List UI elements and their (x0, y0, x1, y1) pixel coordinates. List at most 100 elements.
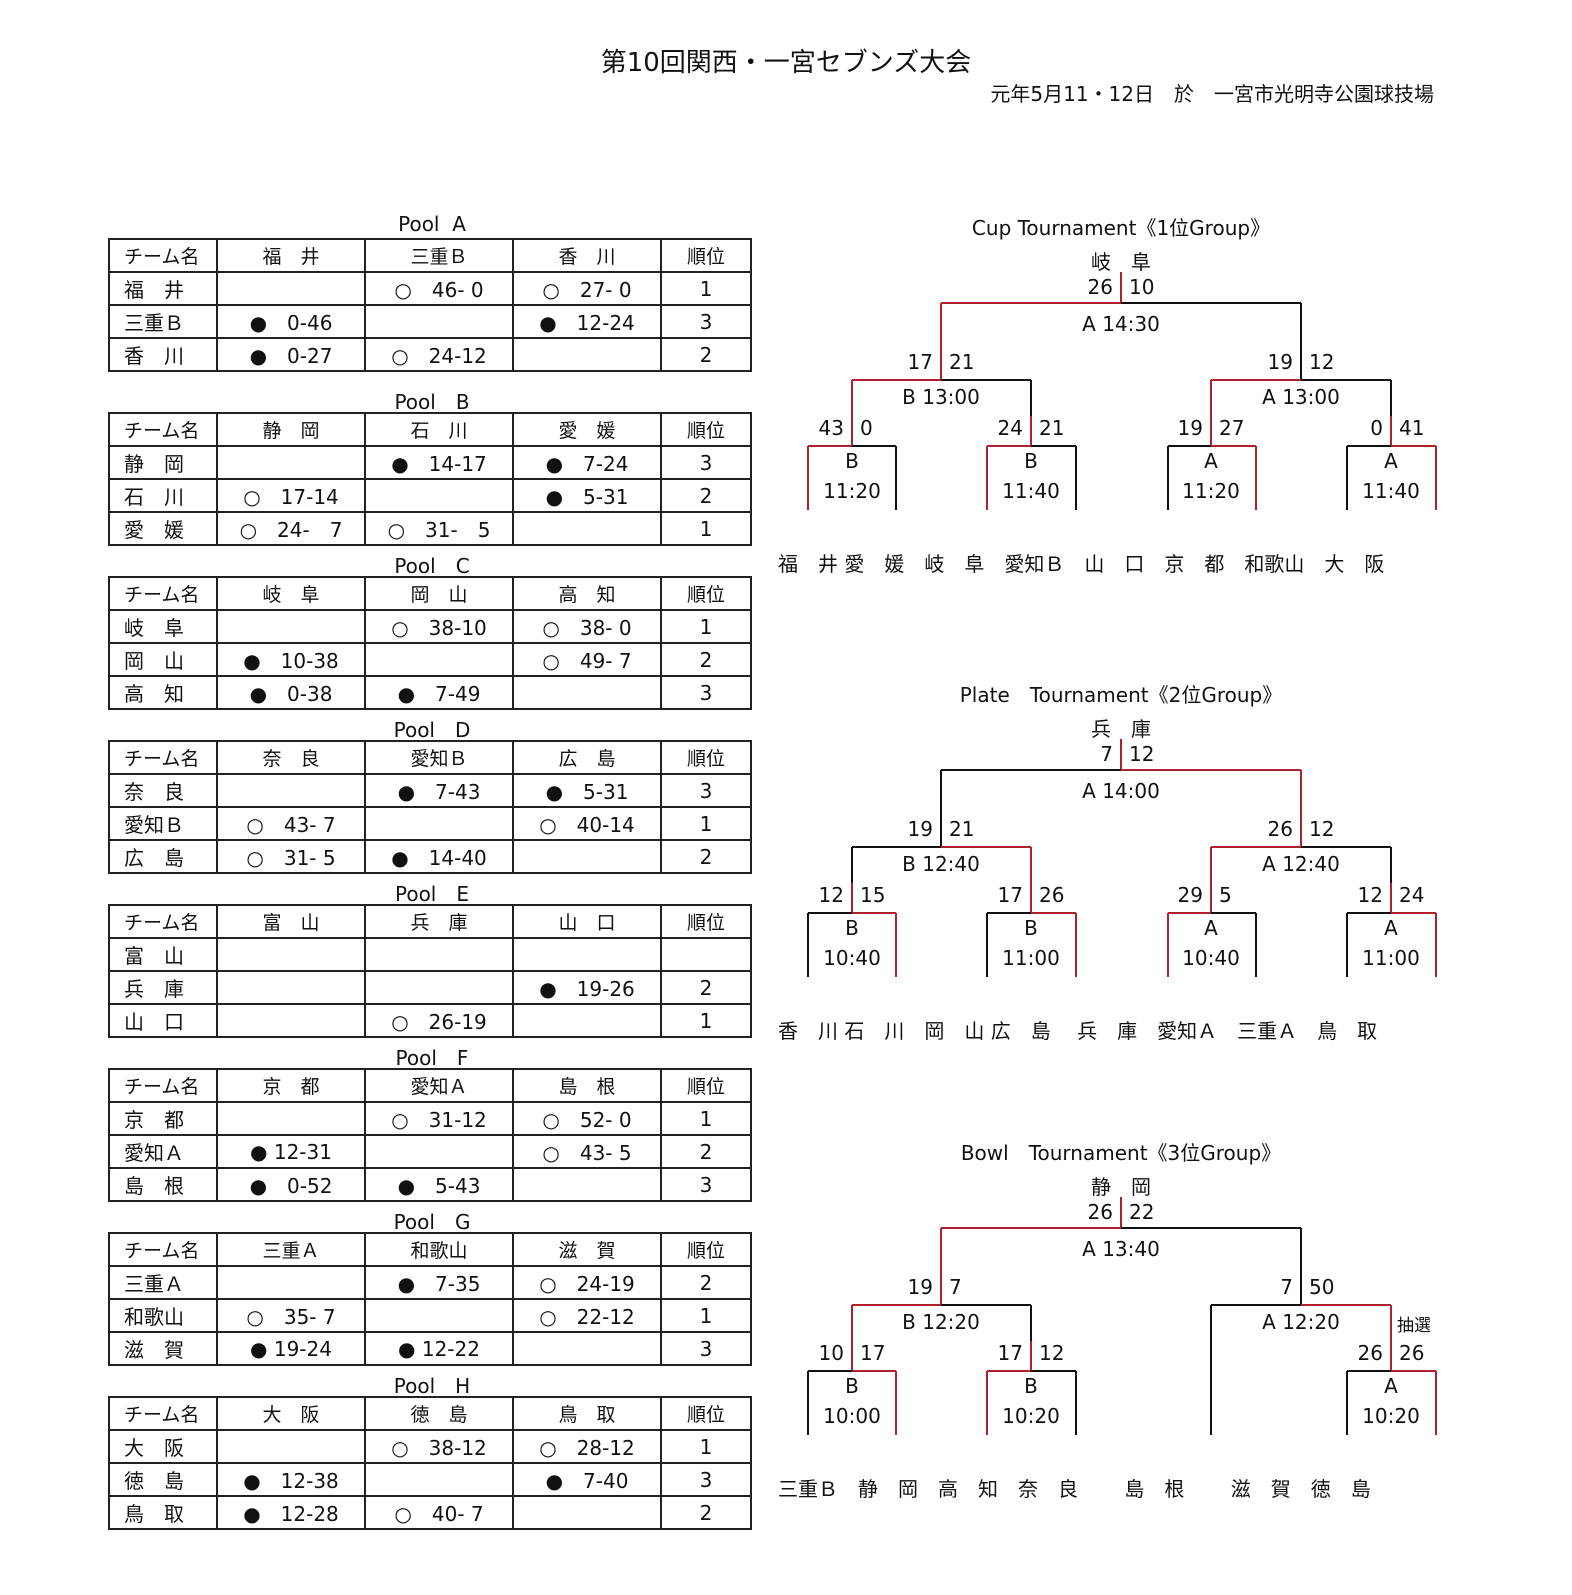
score-cell (512, 337, 662, 372)
team-name-cell: 岡 山 (108, 642, 218, 677)
score-cell: 滋 賀 (512, 1232, 662, 1267)
score-cell: 山 口 (512, 904, 662, 939)
team-name-cell: チーム名 (108, 412, 218, 447)
score-cell: ● 7-49 (364, 675, 514, 710)
score-left: 17 (907, 350, 933, 374)
score-left: 10 (818, 1341, 844, 1365)
score-cell: 島 根 (512, 1068, 662, 1103)
score-left: 26 (1357, 1341, 1383, 1365)
score-cell: 福 井 (216, 238, 366, 273)
match-time: 10:20 (1002, 1404, 1060, 1428)
table-header-row: チーム名岐 阜岡 山高 知順位 (108, 576, 752, 611)
score-cell: ● 0-27 (216, 337, 366, 372)
score-cell: ○ 17-14 (216, 478, 366, 513)
score-right: 10 (1129, 275, 1155, 299)
pool-title: Pool C (394, 554, 470, 578)
score-cell (364, 1134, 514, 1169)
bracket-team-list: 香 川 石 川 岡 山 広 島 兵 庫 愛知Ａ 三重Ａ 鳥 取 (778, 1019, 1378, 1043)
score-cell (216, 970, 366, 1005)
pool-title: Pool G (393, 1210, 471, 1234)
rank-cell: 2 (660, 839, 752, 874)
rank-cell: 順位 (660, 740, 752, 775)
team-name-cell: 香 川 (108, 337, 218, 372)
match-label: A 13:00 (1262, 385, 1340, 409)
score-cell (364, 1298, 514, 1333)
team-name-cell: 山 口 (108, 1003, 218, 1038)
score-cell: ● 12-24 (512, 304, 662, 339)
match-label: B 12:40 (902, 852, 980, 876)
match-time: 10:40 (1182, 946, 1240, 970)
score-cell: ● 14-17 (364, 445, 514, 480)
team-name-cell: 岐 阜 (108, 609, 218, 644)
team-name-cell: 和歌山 (108, 1298, 218, 1333)
match-time: 10:20 (1362, 1404, 1420, 1428)
match-time: 11:20 (1182, 479, 1240, 503)
team-name-cell: チーム名 (108, 1396, 218, 1431)
score-cell: 香 川 (512, 238, 662, 273)
match-time: 11:00 (1002, 946, 1060, 970)
team-name-cell: チーム名 (108, 904, 218, 939)
rank-cell: 順位 (660, 238, 752, 273)
pool-title: Pool B (394, 390, 470, 414)
score-cell (216, 1265, 366, 1300)
score-cell: 京 都 (216, 1068, 366, 1103)
score-cell: ○ 43- 7 (216, 806, 366, 841)
score-cell: ● 14-40 (364, 839, 514, 874)
score-right: 7 (949, 1275, 962, 1299)
rank-cell: 2 (660, 478, 752, 513)
team-name-cell: 兵 庫 (108, 970, 218, 1005)
court-label: A (1204, 449, 1218, 473)
score-cell (216, 445, 366, 480)
pool-title: Pool H (393, 1374, 471, 1398)
score-cell: ○ 43- 5 (512, 1134, 662, 1169)
rank-cell: 3 (660, 445, 752, 480)
score-left: 29 (1177, 883, 1203, 907)
team-name-cell: チーム名 (108, 740, 218, 775)
court-label: B (845, 449, 859, 473)
score-cell (512, 511, 662, 546)
score-right: 5 (1219, 883, 1232, 907)
rank-cell: 順位 (660, 904, 752, 939)
court-label: B (845, 1374, 859, 1398)
rank-cell: 3 (660, 1331, 752, 1366)
table-header-row: チーム名富 山兵 庫山 口順位 (108, 904, 752, 939)
score-right: 12 (1039, 1341, 1065, 1365)
rank-cell: 2 (660, 1495, 752, 1530)
court-label: A (1384, 449, 1398, 473)
score-cell: ○ 40-14 (512, 806, 662, 841)
team-name-cell: チーム名 (108, 1068, 218, 1103)
score-cell: 奈 良 (216, 740, 366, 775)
tournament-title: Bowl Tournament《3位Group》 (960, 1141, 1282, 1165)
rank-cell: 順位 (660, 412, 752, 447)
court-label: B (1024, 916, 1038, 940)
rank-cell: 1 (660, 511, 752, 546)
team-name-cell: 愛知Ａ (108, 1134, 218, 1169)
team-name-cell: 鳥 取 (108, 1495, 218, 1530)
team-name-cell: 島 根 (108, 1167, 218, 1202)
team-name-cell: 石 川 (108, 478, 218, 513)
score-right: 27 (1219, 416, 1245, 440)
score-cell: ● 12-22 (364, 1331, 514, 1366)
score-cell: 広 島 (512, 740, 662, 775)
score-cell (216, 271, 366, 306)
rank-cell: 順位 (660, 576, 752, 611)
score-cell: ○ 27- 0 (512, 271, 662, 306)
score-left: 0 (1370, 416, 1383, 440)
score-cell: ○ 24-19 (512, 1265, 662, 1300)
rank-cell: 1 (660, 1429, 752, 1464)
rank-cell: 2 (660, 1134, 752, 1169)
score-cell: ○ 24-12 (364, 337, 514, 372)
score-cell: ○ 35- 7 (216, 1298, 366, 1333)
score-cell (512, 1495, 662, 1530)
court-label: A (1384, 916, 1398, 940)
